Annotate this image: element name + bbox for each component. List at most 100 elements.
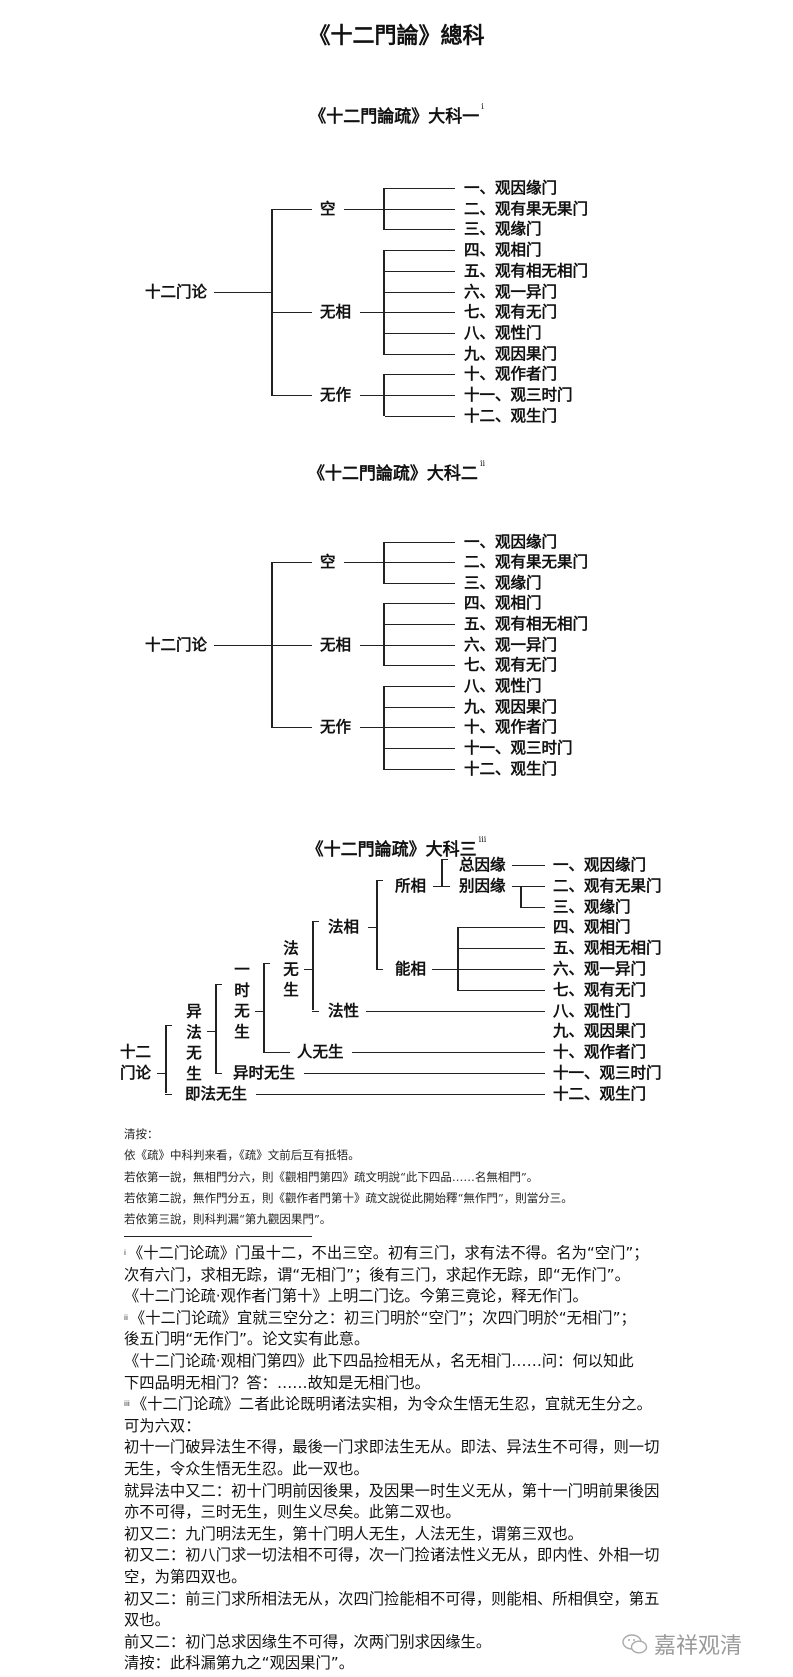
connector-line (385, 229, 455, 230)
footnote-text: 《十二门论疏》二者此论既明诸法实相，为令众生悟无生忍，宜就无生分之。 (131, 1395, 652, 1414)
leaf-item: 一、观因缘门 (464, 179, 558, 197)
connector-line (441, 859, 443, 886)
footnote-text: 《十二门论疏·观作者门第十》上明二门讫。今第三竟论，释无作门。 (124, 1287, 588, 1306)
group-label: 无作 (320, 386, 352, 404)
footnote-text: 清按：此科漏第九之“观因果门”。 (124, 1654, 355, 1673)
connector-line (383, 542, 385, 584)
connector-line (304, 969, 312, 970)
group-label: 无相 (320, 303, 352, 321)
leaf-item: 八、观性门 (553, 1002, 631, 1020)
footnote-text: 初十一门破异法生不得，最後一门求即法生无从。即法、异法生不可得，则一切 (124, 1438, 660, 1457)
leaf-item: 三、观缘门 (553, 898, 631, 916)
leaf-item: 十二、观生门 (553, 1085, 647, 1103)
watermark-text: 嘉祥观清 (654, 1634, 743, 1659)
connector-line (385, 769, 455, 770)
leaf-item: 十一、观三时门 (464, 386, 573, 404)
node-yishi-wusheng: 一时无生 (232, 961, 250, 1045)
leaf-item: 十一、观三时门 (553, 1064, 662, 1082)
leaf-item: 一、观因缘门 (464, 533, 558, 551)
connector-line (457, 927, 545, 928)
footnote-line: 双也。 (124, 1610, 724, 1632)
connector-line (520, 907, 545, 908)
connector-line (457, 927, 459, 990)
connector-line (263, 963, 270, 964)
connector-line (457, 990, 545, 991)
node-yifa-wusheng: 异法无生 (184, 1003, 202, 1087)
connector-line (215, 984, 217, 1073)
footnote-text: 空，为第四双也。 (124, 1567, 247, 1586)
connector-line (344, 209, 383, 210)
footnotes: i《十二门论疏》门虽十二，不出三空。初有三门，求有法不得。名为“空门”；次有六门… (124, 1243, 724, 1675)
connector-line (207, 1031, 215, 1032)
connector-line (376, 880, 378, 969)
footnote-text: 下四品明无相门？答：……故知是无相门也。 (124, 1373, 430, 1392)
connector-line (272, 395, 312, 396)
footnote-text: 无生，令众生悟无生忍。此一双也。 (124, 1459, 369, 1478)
leaf-item: 二、观有果无果门 (464, 553, 589, 571)
footnote-text: 初又二：初八门求一切法相不可得，次一门捡诸法性义无从，即内性、外相一切 (124, 1546, 660, 1565)
connector-line (165, 1025, 172, 1026)
section-title-2: 《十二門論疏》大科二ii (0, 459, 793, 484)
leaf-item: 五、观有相无相门 (464, 262, 589, 280)
connector-line (360, 312, 383, 313)
connector-line (385, 416, 455, 417)
connector-line (272, 645, 312, 646)
footnote-text: 《十二门论疏·观相门第四》此下四品捡相无从，名无相门……问：何以知此 (124, 1351, 634, 1370)
footnote-text: 初又二：前三门求所相法无从，次四门捡能相不可得，则能相、所相俱空，第五 (124, 1589, 660, 1608)
footnote-text: 《十二门论疏》门虽十二，不出三空。初有三门，求有法不得。名为“空门”； (127, 1244, 649, 1262)
connector-line (385, 645, 455, 646)
connector-line (215, 984, 222, 985)
leaf-item: 一、观因缘门 (553, 856, 647, 874)
node-faxing: 法性 (328, 1002, 360, 1020)
group-label: 空 (320, 553, 336, 571)
note-line: 清按： (124, 1127, 159, 1141)
leaf-item: 九、观因果门 (553, 1022, 647, 1040)
connector-line (272, 209, 312, 210)
page-title: 《十二門論》總科 (308, 23, 485, 49)
connector-line (360, 645, 383, 646)
connector-line (385, 312, 455, 313)
footnote-text: 《十二门论疏》宜就三空分之：初三门明於“空门”；次四门明於“无相门”； (129, 1308, 636, 1327)
note-line: 依《疏》中科判来看，《疏》文前后互有抵牾。 (124, 1148, 360, 1163)
connector-line (157, 1073, 165, 1074)
footnote-mark: iii (124, 1400, 130, 1409)
footnote-line: 初又二：九门明法无生，第十门明人无生，人法无生，谓第三双也。 (124, 1524, 724, 1546)
section-title-3: 《十二門論疏》大科三iii (0, 835, 793, 860)
leaf-item: 十二、观生门 (464, 760, 558, 778)
note-line: 若依第三說，則科判漏“第九觀因果門”。 (124, 1212, 332, 1227)
connector-line (165, 1025, 167, 1093)
connector-line (376, 969, 383, 970)
connector-line (366, 1011, 545, 1012)
footnote-line: 清按：此科漏第九之“观因果门”。 (124, 1653, 724, 1675)
node-suoxiang: 所相 (395, 877, 427, 895)
connector-line (385, 354, 455, 355)
leaf-item: 二、观有果无果门 (464, 200, 589, 218)
footnote-text: 後五门明“无作门”。论文实有此意。 (124, 1330, 370, 1349)
connector-line (385, 542, 455, 543)
footnote-line: 下四品明无相门？答：……故知是无相门也。 (124, 1373, 724, 1395)
leaf-item: 六、观一异门 (464, 636, 558, 654)
connector-line (312, 1011, 319, 1012)
connector-line (385, 374, 455, 375)
connector-line (385, 209, 455, 210)
leaf-item: 三、观缘门 (464, 574, 542, 592)
connector-line (385, 665, 455, 666)
connector-line (272, 727, 312, 728)
editor-notes: 清按：依《疏》中科判来看，《疏》文前后互有抵牾。若依第一說，無相門分六，則《觀相… (124, 1124, 573, 1230)
footnote-line: 次有六门，求相无踪，谓“无相门”；後有三门，求起作无踪，即“无作门”。 (124, 1265, 724, 1287)
node-yishiwusheng: 异时无生 (233, 1064, 296, 1082)
leaf-item: 四、观相门 (464, 241, 542, 259)
footnote-line: 初又二：初八门求一切法相不可得，次一门捡诸法性义无从，即内性、外相一切 (124, 1545, 724, 1567)
footnote-text: 亦不可得，三时无生，则生义尽矣。此第二双也。 (124, 1503, 461, 1522)
connector-line (385, 188, 455, 189)
leaf-item: 十、观作者门 (464, 365, 558, 383)
footnote-text: 双也。 (124, 1611, 170, 1630)
footnote-line: 《十二门论疏·观相门第四》此下四品捡相无从，名无相门……问：何以知此 (124, 1351, 724, 1373)
footnote-line: 就异法中又二：初十门明前因後果，及因果一时生义无从，第十一门明前果後因 (124, 1481, 724, 1503)
connector-line (271, 562, 273, 728)
leaf-item: 十一、观三时门 (464, 739, 573, 757)
leaf-item: 五、观有相无相门 (464, 615, 589, 633)
footnote-mark: ii (124, 1313, 128, 1322)
footnote-line: 《十二门论疏·观作者门第十》上明二门讫。今第三竟论，释无作门。 (124, 1286, 724, 1308)
section-title-text: 《十二門論疏》大科三 (306, 840, 477, 860)
